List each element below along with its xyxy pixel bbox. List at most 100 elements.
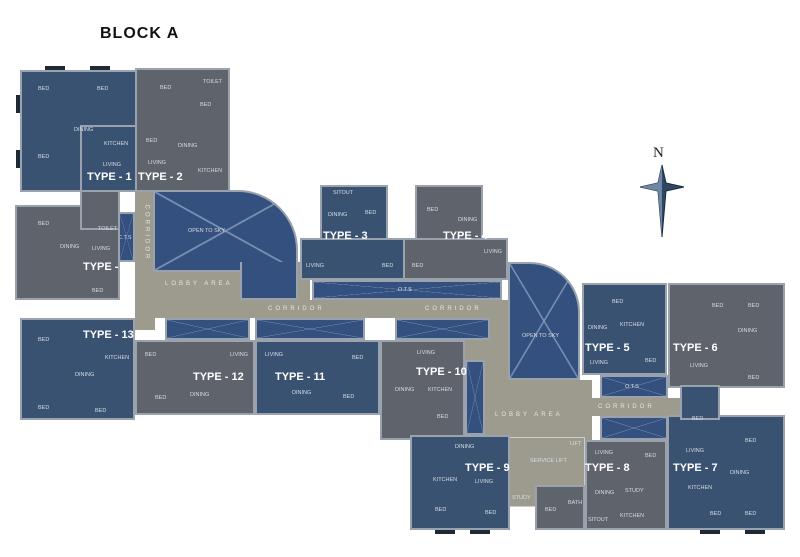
room-label: LIVING [686, 448, 705, 454]
room-label: TOILET [203, 79, 223, 85]
room-label: DINING [74, 127, 94, 133]
open-to-sky-right [508, 262, 580, 380]
window [16, 150, 20, 168]
open-to-sky-left [153, 190, 298, 272]
corridor-label: CORRIDOR [425, 306, 482, 312]
room-label: BED [645, 453, 657, 459]
ots-label: O.T.S [398, 287, 412, 293]
corridor-label-vertical: CORRIDOR [143, 204, 150, 262]
ots-strip [165, 318, 250, 340]
unit-label: TYPE - 10 [416, 366, 467, 378]
cts-label: C.T.S [118, 235, 132, 241]
room-label: BED [645, 358, 657, 364]
room-label: SITOUT [333, 190, 354, 196]
room-label: BED [710, 511, 722, 517]
room-label: BED [612, 299, 624, 305]
room-label: STUDY [625, 488, 644, 494]
corridor-right [580, 398, 680, 416]
open-to-sky-label: OPEN TO SKY [522, 333, 560, 339]
room-label: BED [160, 85, 172, 91]
unit-type-12[interactable] [135, 340, 255, 415]
room-label: BED [485, 510, 497, 516]
room-label: SITOUT [588, 517, 609, 523]
unit-type-7-upper [680, 385, 720, 420]
room-label: DINING [328, 212, 348, 218]
unit-type-3-lower [300, 238, 405, 280]
room-label: DINING [738, 328, 758, 334]
room-label: BED [692, 416, 704, 422]
unit-label: TYPE - 13 [83, 329, 134, 341]
room-label: BED [745, 438, 757, 444]
unit-type-14-upper [80, 190, 120, 230]
unit-label: TYPE - 6 [673, 342, 718, 354]
room-label: LIVING [595, 450, 614, 456]
room-label: BED [38, 86, 50, 92]
room-label: BED [38, 405, 50, 411]
unit-type-11[interactable] [255, 340, 380, 415]
ots-strip [255, 318, 365, 340]
room-label: LIVING [148, 160, 167, 166]
room-label: DINING [190, 392, 210, 398]
room-label: BED [545, 507, 557, 513]
room-label: BED [343, 394, 355, 400]
unit-type-6[interactable] [668, 283, 785, 388]
room-label: LIVING [265, 352, 284, 358]
room-label: KITCHEN [105, 355, 130, 361]
room-label: BED [97, 86, 109, 92]
unit-type-8[interactable] [585, 440, 667, 530]
room-label: DINING [455, 444, 475, 450]
unit-type-4[interactable] [415, 185, 483, 245]
open-to-sky-left-lower [240, 262, 298, 300]
room-label: BED [748, 303, 760, 309]
room-label: KITCHEN [620, 322, 645, 328]
unit-type-9[interactable] [410, 435, 510, 530]
unit-type-5[interactable] [582, 283, 667, 375]
unit-type-10[interactable] [380, 340, 465, 440]
unit-label: TYPE - 11 [275, 371, 326, 383]
unit-type-3[interactable] [320, 185, 388, 245]
room-label: LIVING [475, 479, 494, 485]
unit-label: TYPE - 3 [323, 230, 368, 242]
room-label: KITCHEN [428, 387, 453, 393]
room-label: LIVING [590, 360, 609, 366]
room-label: KITCHEN [198, 168, 223, 174]
window [470, 530, 490, 534]
room-label: DINING [60, 244, 80, 250]
window [700, 530, 720, 534]
room-label: BED [352, 355, 364, 361]
window [435, 530, 455, 534]
window [90, 66, 110, 70]
room-label: LIVING [103, 162, 122, 168]
room-label: BED [365, 210, 377, 216]
unit-type-4-lower [403, 238, 508, 280]
compass-star-icon [640, 164, 685, 238]
unit-type-2[interactable] [135, 68, 230, 192]
window [16, 95, 20, 113]
room-label: DINING [458, 217, 478, 223]
room-label: BED [412, 263, 424, 269]
room-label: DINING [395, 387, 415, 393]
unit-label: TYPE - 4 [443, 230, 488, 242]
block-title: BLOCK A [100, 25, 180, 42]
room-label: DINING [292, 390, 312, 396]
room-label: BED [92, 288, 104, 294]
room-label: BED [748, 375, 760, 381]
room-label: BED [38, 154, 50, 160]
unit-type-13[interactable] [20, 318, 135, 420]
room-label: BED [712, 303, 724, 309]
ots-strip [312, 280, 502, 300]
room-label: BED [437, 414, 449, 420]
room-label: DINING [75, 372, 95, 378]
window [745, 530, 765, 534]
room-label-bath: BATH [568, 500, 583, 506]
room-label: KITCHEN [104, 141, 129, 147]
room-label: LIVING [306, 263, 325, 269]
ots-strip [395, 318, 490, 340]
unit-type-7[interactable] [667, 415, 785, 530]
compass-north-label: N [653, 145, 664, 161]
service-lift-label: SERVICE LIFT [530, 458, 567, 464]
unit-label: TYPE - 14 [83, 261, 134, 273]
room-label: DINING [588, 325, 608, 331]
room-label: BED [145, 352, 157, 358]
ots-strip [600, 416, 668, 440]
